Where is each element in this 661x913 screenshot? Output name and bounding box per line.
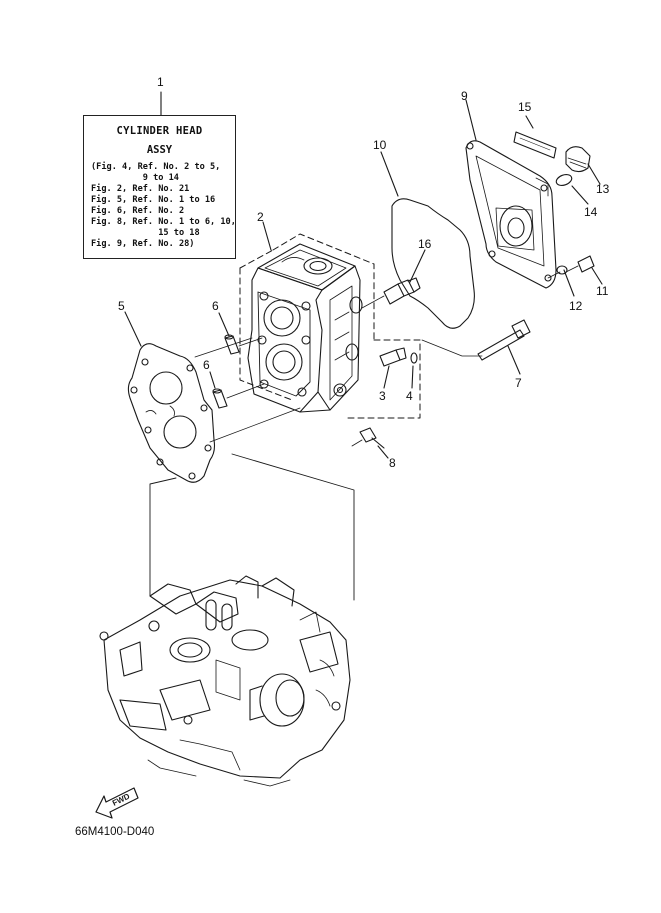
assy-line: (Fig. 4, Ref. No. 2 to 5, xyxy=(91,162,221,172)
align-line-f xyxy=(421,339,483,357)
leader-6b xyxy=(209,371,216,389)
cover-gasket xyxy=(391,198,475,329)
callout-14: 14 xyxy=(584,205,598,219)
callout-2: 2 xyxy=(257,210,264,224)
bolt-part-8 xyxy=(351,427,385,449)
dowel-pin-upper xyxy=(224,334,240,355)
o-ring xyxy=(555,174,573,186)
callout-16: 16 xyxy=(418,237,432,251)
leader-4 xyxy=(411,365,414,389)
callout-8: 8 xyxy=(389,456,396,470)
crankcase-frame-line xyxy=(149,477,177,597)
leader-7 xyxy=(507,345,521,375)
callout-10: 10 xyxy=(373,138,387,152)
leader-2 xyxy=(262,221,272,251)
callout-1: 1 xyxy=(157,75,164,89)
assy-line: 9 to 14 xyxy=(91,173,179,183)
align-line-a xyxy=(238,337,263,347)
label-plate xyxy=(513,131,557,159)
assy-line: Fig. 2, Ref. No. 21 xyxy=(91,184,190,194)
leader-10 xyxy=(380,151,399,197)
leader-3 xyxy=(383,365,390,389)
callout-3: 3 xyxy=(379,389,386,403)
long-bolt xyxy=(477,319,531,361)
callout-11: 11 xyxy=(596,284,609,298)
callout-13: 13 xyxy=(596,182,610,196)
dowel-pin-lower xyxy=(212,388,228,409)
callout-5: 5 xyxy=(118,299,125,313)
assy-line: Fig. 8, Ref. No. 1 to 6, 10, xyxy=(91,217,236,227)
head-gasket xyxy=(127,343,216,483)
leader-16 xyxy=(409,249,426,283)
washer xyxy=(556,265,568,275)
plug-part-3 xyxy=(379,347,407,367)
assy-line: 15 to 18 xyxy=(91,228,200,238)
callout-9: 9 xyxy=(461,89,468,103)
align-line-c xyxy=(209,407,301,443)
head-cover xyxy=(465,140,557,289)
callout-12: 12 xyxy=(569,299,583,313)
assy-line: Fig. 9, Ref. No. 28) xyxy=(91,239,195,249)
leader-6a xyxy=(218,312,230,337)
fwd-arrow: FWD xyxy=(95,787,139,819)
align-line-e xyxy=(547,271,561,279)
oil-filler-cap xyxy=(565,146,591,173)
leader-14 xyxy=(571,185,589,205)
leader-13 xyxy=(587,163,601,185)
drawing-code: 66M4100-D040 xyxy=(75,826,155,838)
leader-9 xyxy=(465,99,477,141)
spark-plug xyxy=(361,277,421,309)
assy-line: Fig. 5, Ref. No. 1 to 16 xyxy=(91,195,216,205)
leader-12 xyxy=(563,269,575,297)
leader-15 xyxy=(525,115,534,129)
align-line-d xyxy=(194,337,253,358)
cover-bolt xyxy=(565,255,595,273)
cylinder-head xyxy=(247,243,363,413)
assy-title: CYLINDER HEAD xyxy=(116,125,203,137)
callout-7: 7 xyxy=(515,376,522,390)
callout-6-upper: 6 xyxy=(212,299,219,313)
crankcase-frame-line-2 xyxy=(231,453,355,601)
leader-5 xyxy=(124,311,142,347)
leader-11 xyxy=(591,267,603,285)
callout-6-lower: 6 xyxy=(203,358,210,372)
washer-part-4 xyxy=(410,352,418,364)
cylinder-block xyxy=(99,575,351,787)
align-line-b xyxy=(226,383,265,399)
callout-4: 4 xyxy=(406,389,413,403)
leader-8 xyxy=(377,445,389,459)
callout-15: 15 xyxy=(518,100,532,114)
assy-reference-box: CYLINDER HEAD ASSY (Fig. 4, Ref. No. 2 t… xyxy=(83,115,236,259)
assy-line: Fig. 6, Ref. No. 2 xyxy=(91,206,185,216)
assy-subtitle: ASSY xyxy=(146,144,173,156)
assembly-dashed-frame xyxy=(239,233,421,419)
fwd-label: FWD xyxy=(111,792,132,808)
